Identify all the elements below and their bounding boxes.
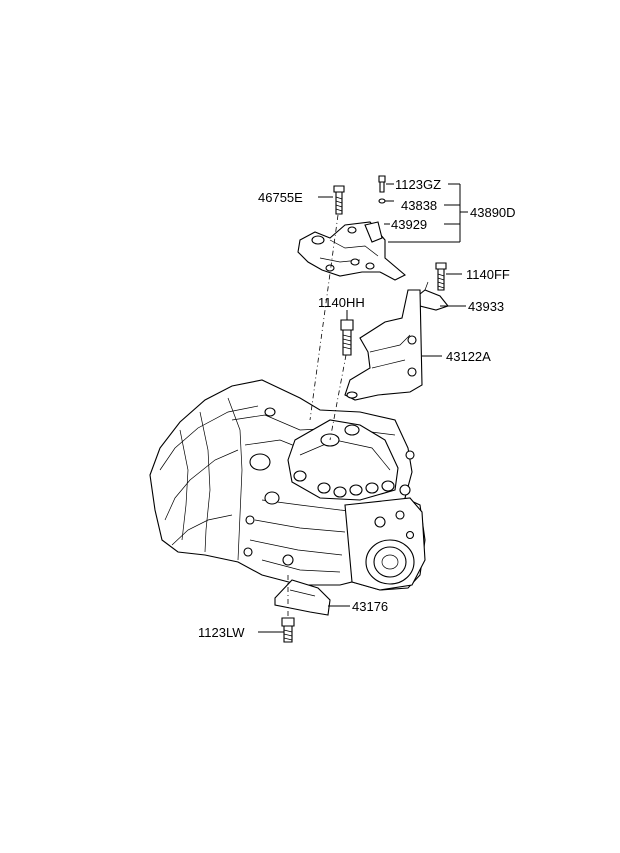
label-43122A: 43122A <box>446 349 491 364</box>
leader-lines <box>258 183 468 633</box>
assembly-line <box>309 214 339 421</box>
bracket-43176 <box>274 579 331 616</box>
label-43838: 43838 <box>401 198 437 213</box>
bolt-icon <box>333 185 345 215</box>
label-43176: 43176 <box>352 599 388 614</box>
assembly-line <box>329 354 347 441</box>
label-43933: 43933 <box>468 299 504 314</box>
label-1140FF: 1140FF <box>466 267 510 282</box>
bracket-43122A <box>344 289 423 401</box>
bolt-icon <box>340 319 354 356</box>
bolt-icon <box>378 175 386 193</box>
transaxle-assembly <box>149 379 426 616</box>
label-46755E: 46755E <box>258 190 303 205</box>
bracket-assembly-43890D <box>297 221 406 281</box>
label-43929: 43929 <box>391 217 427 232</box>
label-1140HH: 1140HH <box>318 295 365 310</box>
washer-icon <box>378 198 386 204</box>
bolt-icon <box>281 617 295 643</box>
label-43890D: 43890D <box>470 205 516 220</box>
label-1123LW: 1123LW <box>198 625 245 640</box>
label-1123GZ: 1123GZ <box>395 177 441 192</box>
bolt-icon <box>435 262 447 291</box>
